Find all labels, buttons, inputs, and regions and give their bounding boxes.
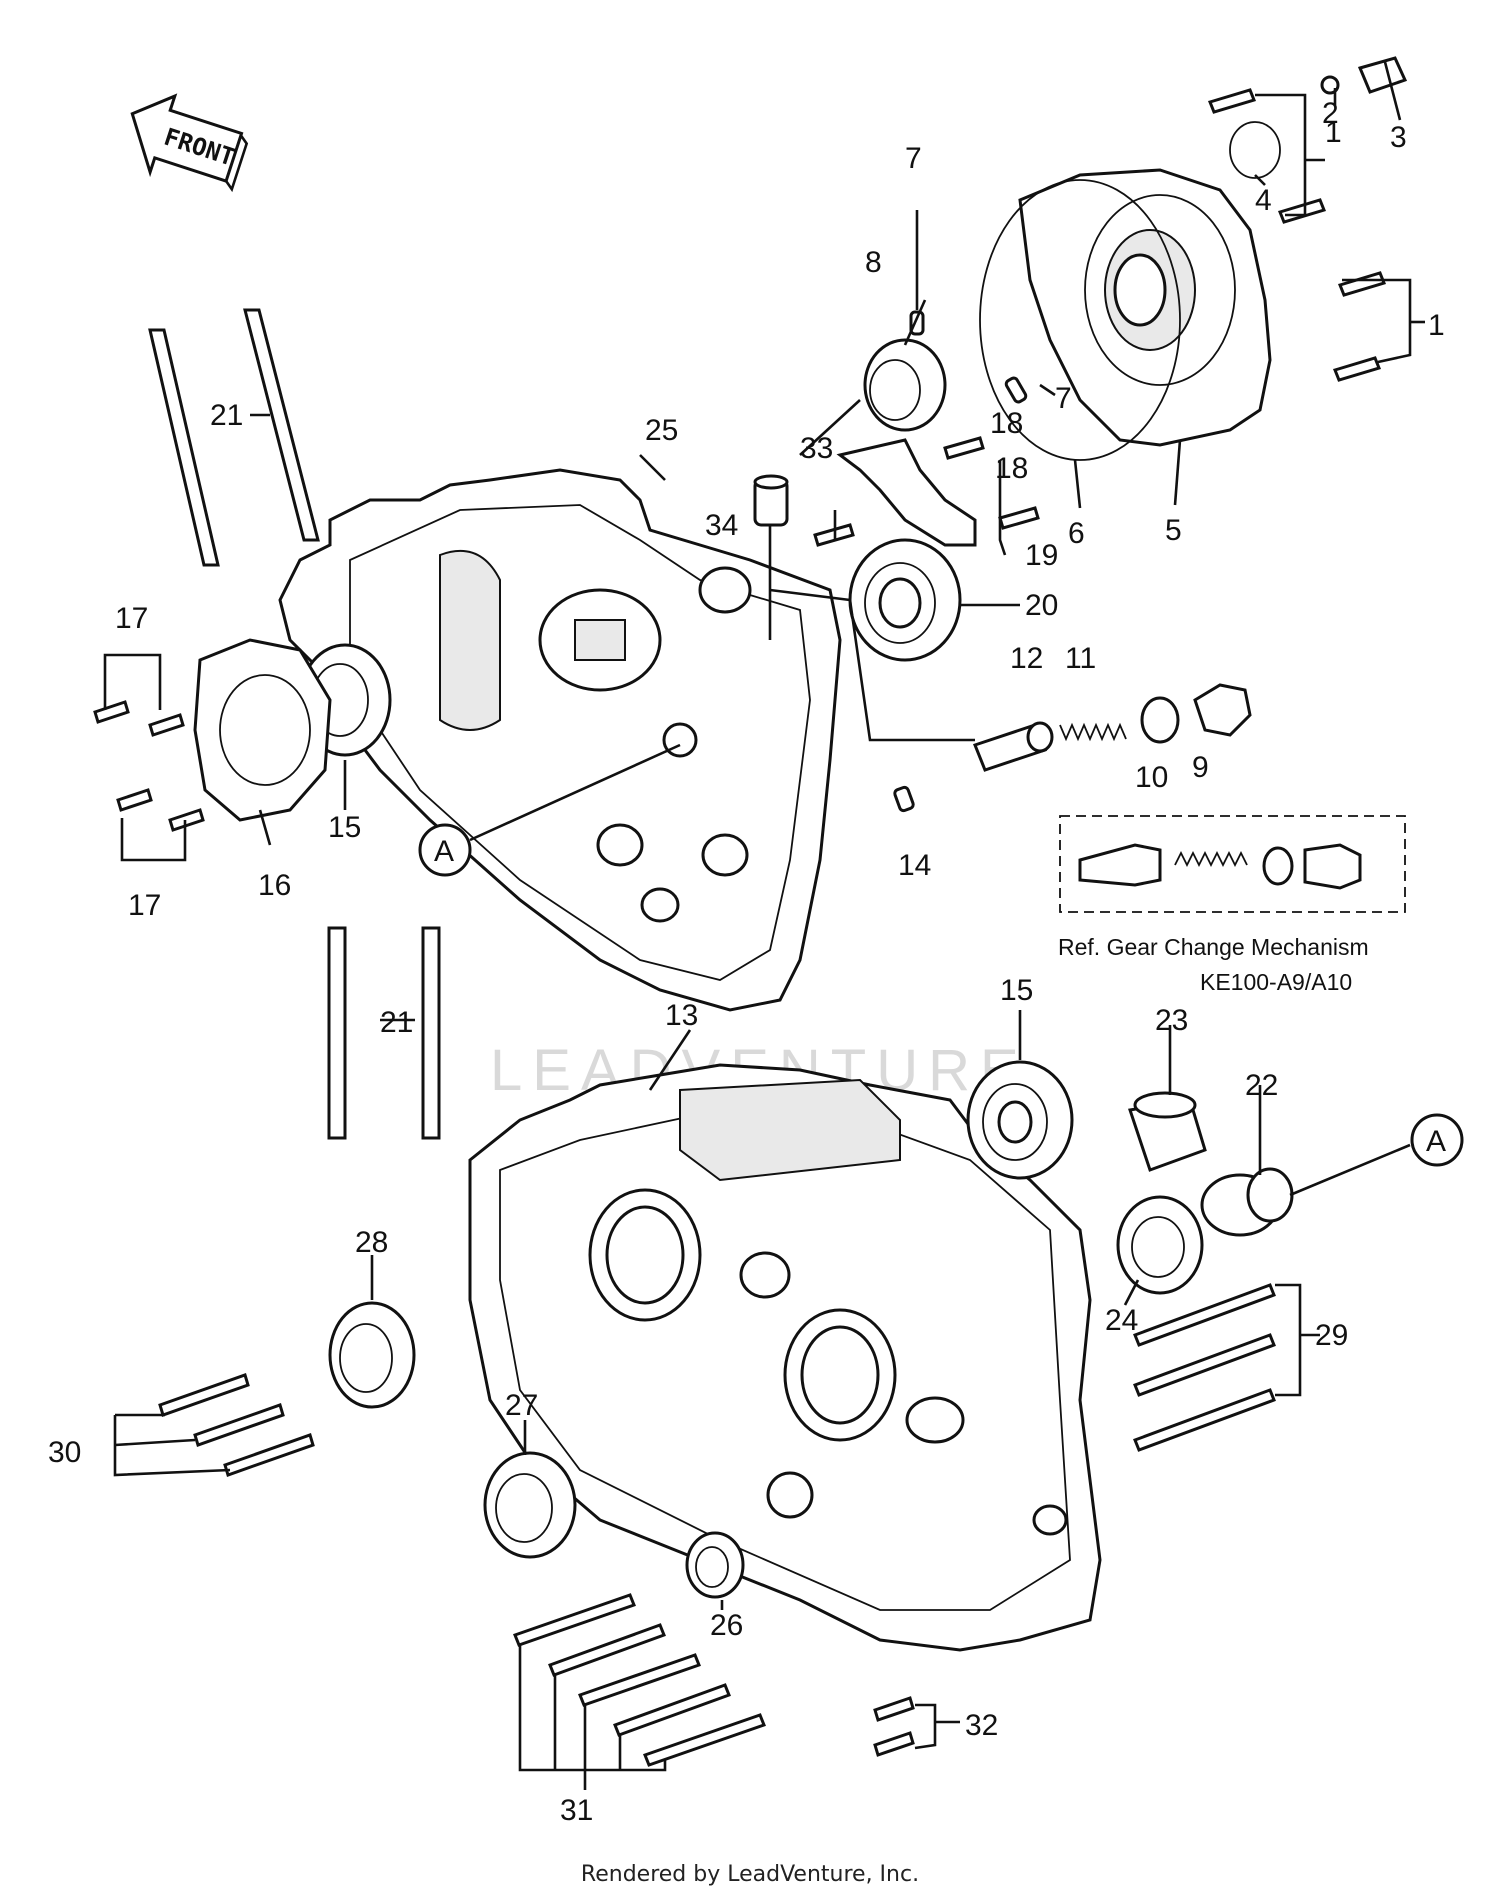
label-8: 8	[865, 246, 882, 279]
collar-22	[1200, 1167, 1294, 1237]
label-1-upper: 1	[1325, 116, 1342, 149]
plug-34	[753, 474, 789, 527]
clutch-cover	[1018, 168, 1272, 447]
plug-bolt-9	[1193, 683, 1252, 737]
pin-14	[893, 785, 915, 813]
marker-a-lower: A	[1410, 1113, 1464, 1167]
marker-a-upper: A	[418, 823, 472, 877]
label-9: 9	[1192, 751, 1209, 784]
leader-lines	[103, 61, 1425, 1790]
label-2: 2	[1322, 97, 1339, 130]
label-34: 34	[705, 509, 738, 542]
bearing-20	[848, 538, 962, 662]
bolts-31	[513, 1593, 766, 1767]
label-7-upper: 7	[905, 142, 922, 175]
crankcase-left-half	[278, 468, 842, 1012]
label-11: 11	[1065, 642, 1096, 675]
bolts-29	[1133, 1283, 1276, 1452]
label-15-left: 15	[328, 811, 361, 844]
ref-line-2: KE100-A9/A10	[1200, 969, 1352, 995]
label-27: 27	[505, 1389, 538, 1422]
ref-line-1: Ref. Gear Change Mechanism	[1058, 934, 1369, 960]
oil-seal-26	[685, 1531, 745, 1599]
label-20: 20	[1025, 589, 1058, 622]
label-5: 5	[1165, 514, 1182, 547]
bearing-24	[1116, 1195, 1204, 1295]
screw-18-a	[943, 436, 985, 460]
dowel-pin-7-upper	[909, 310, 925, 336]
label-10: 10	[1135, 761, 1168, 794]
retainer-plate-16	[193, 638, 332, 822]
cover-gasket	[979, 179, 1181, 461]
label-21-lower: 21	[380, 1006, 413, 1039]
label-31: 31	[560, 1794, 593, 1827]
reference-box: Ref. Gear Change Mechanism KE100-A9/A10	[1058, 815, 1406, 995]
screw-18-b	[998, 506, 1040, 530]
label-24: 24	[1105, 1304, 1138, 1337]
label-29: 29	[1315, 1319, 1348, 1352]
bolts-30	[158, 1373, 315, 1477]
label-26: 26	[710, 1609, 743, 1642]
oring-4	[1229, 121, 1281, 179]
label-21-upper: 21	[210, 399, 243, 432]
label-6: 6	[1068, 517, 1085, 550]
detent-plunger-12	[973, 721, 1054, 772]
label-32: 32	[965, 1709, 998, 1742]
label-33: 33	[800, 432, 833, 465]
studs-21-lower	[327, 926, 441, 1140]
label-16: 16	[258, 869, 291, 902]
bolts-1	[1207, 88, 1387, 382]
label-22: 22	[1245, 1069, 1278, 1102]
label-14: 14	[898, 849, 931, 882]
label-7-lower: 7	[1055, 382, 1072, 415]
screw-32-a	[873, 1696, 915, 1722]
part-labels: 1 1 2 3 4 5 6 7 7 8 9 10 11 12 13 14 15 …	[48, 97, 1445, 1827]
front-arrow: FRONT	[130, 93, 249, 193]
footer-credit: Rendered by LeadVenture, Inc.	[580, 1862, 920, 1887]
bearing-15-right	[966, 1060, 1074, 1180]
label-28: 28	[355, 1226, 388, 1259]
bushing-23	[1128, 1091, 1207, 1172]
label-3: 3	[1390, 121, 1407, 154]
screw-32-b	[873, 1731, 915, 1757]
crankcase-right-half	[468, 1063, 1102, 1652]
label-17-upper: 17	[115, 602, 148, 635]
label-15-right: 15	[1000, 974, 1033, 1007]
oil-seal-28	[328, 1301, 416, 1409]
studs-21-upper	[148, 308, 320, 567]
label-12: 12	[1010, 642, 1043, 675]
label-1-lower: 1	[1428, 309, 1445, 342]
label-18-right: 18	[990, 407, 1023, 440]
svg-text:A: A	[434, 835, 454, 868]
label-19: 19	[1025, 539, 1058, 572]
label-23: 23	[1155, 1004, 1188, 1037]
label-17-lower: 17	[128, 889, 161, 922]
oil-seal-27	[483, 1451, 577, 1559]
dowel-pin-7-lower	[1004, 376, 1028, 404]
svg-text:A: A	[1426, 1125, 1446, 1158]
label-25: 25	[645, 414, 678, 447]
cap-3	[1357, 56, 1408, 94]
label-30: 30	[48, 1436, 81, 1469]
stopper-plate-19	[836, 438, 977, 547]
screws-17	[93, 700, 205, 832]
oil-seal-8	[863, 338, 947, 432]
label-13: 13	[665, 999, 698, 1032]
gasket-10	[1140, 696, 1180, 744]
label-4: 4	[1255, 184, 1272, 217]
label-18-left: 18	[995, 452, 1028, 485]
spring-11	[1059, 722, 1127, 742]
